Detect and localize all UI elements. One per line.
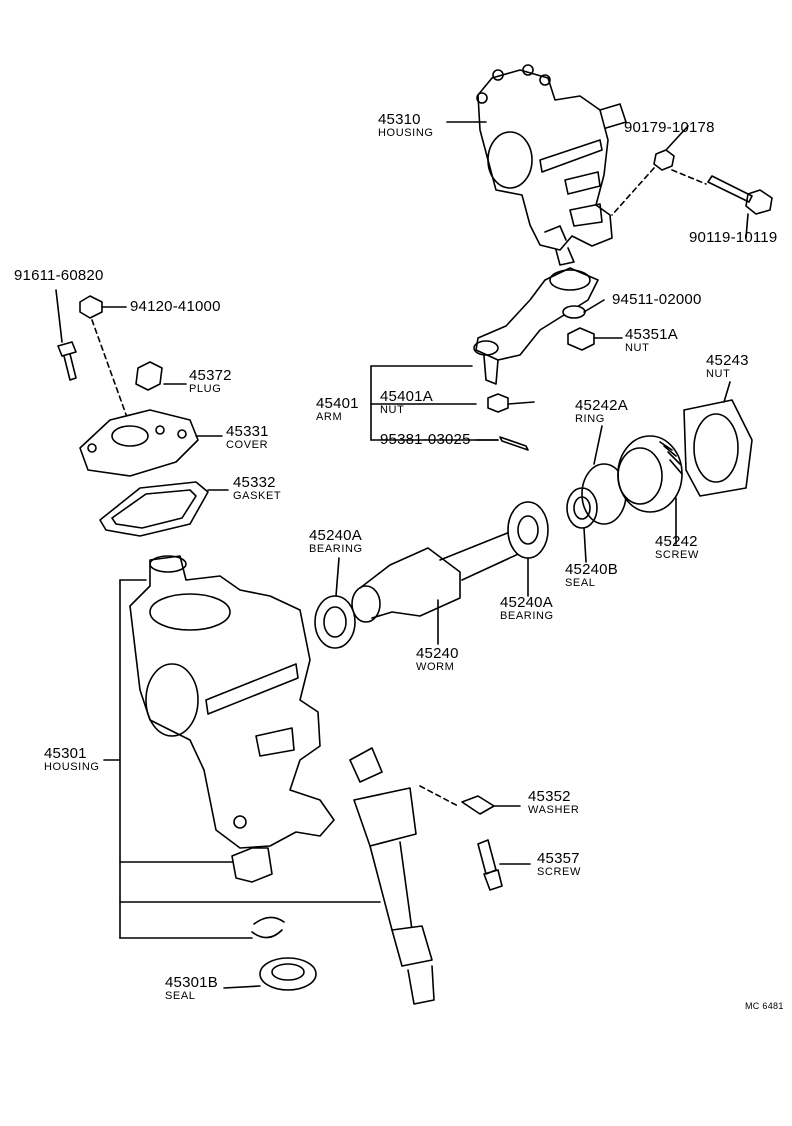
label-45240A-left[interactable]: 45240A BEARING — [309, 528, 363, 555]
part-number: 45332 — [233, 474, 276, 491]
label-45242[interactable]: 45242 SCREW — [655, 534, 699, 561]
part-name: SCREW — [655, 549, 699, 561]
part-number: 45357 — [537, 850, 580, 867]
label-45372[interactable]: 45372 PLUG — [189, 368, 232, 395]
part-name: BEARING — [500, 610, 554, 622]
label-94120-41000[interactable]: 94120-41000 — [130, 299, 221, 314]
part-number: 91611-60820 — [14, 267, 104, 284]
part-number: 45240A — [309, 527, 362, 544]
housing-bushing-drawing — [231, 847, 273, 883]
part-name: SCREW — [537, 866, 581, 878]
diagram-code: MC 6481 — [745, 1001, 784, 1011]
part-number: 45310 — [378, 111, 421, 128]
part-name: NUT — [706, 368, 731, 380]
label-45331[interactable]: 45331 COVER — [226, 424, 269, 451]
part-number: 45301B — [165, 974, 218, 991]
part-number: 94120-41000 — [130, 298, 221, 315]
part-number: 94511-02000 — [612, 291, 702, 308]
screw-45357-drawing — [477, 839, 503, 891]
label-45240[interactable]: 45240 WORM — [416, 646, 459, 673]
label-45301[interactable]: 45301 HOUSING — [44, 746, 100, 773]
label-45401[interactable]: 45401 ARM — [316, 396, 359, 423]
nut-90179-drawing — [653, 149, 675, 171]
nut-45351A-drawing — [567, 327, 595, 351]
part-name: PLUG — [189, 383, 222, 395]
label-94511-02000[interactable]: 94511-02000 — [612, 292, 702, 307]
part-number: 45242 — [655, 533, 698, 550]
part-number: 45351A — [625, 326, 678, 343]
pitman-arm-drawing — [473, 267, 599, 385]
part-number: 45401A — [380, 388, 433, 405]
part-number: 45240A — [500, 594, 553, 611]
label-90119-10119[interactable]: 90119-10119 — [689, 230, 777, 245]
part-name: WASHER — [528, 804, 580, 816]
nut-94120-drawing — [79, 295, 103, 319]
sector-shaft-drawing — [349, 747, 435, 1005]
gear-housing-assembly-drawing — [476, 64, 627, 266]
label-45310[interactable]: 45310 HOUSING — [378, 112, 434, 139]
part-name: HOUSING — [378, 127, 434, 139]
label-45243[interactable]: 45243 NUT — [706, 353, 749, 380]
part-number: 90119-10119 — [689, 229, 778, 246]
part-name: SEAL — [165, 990, 196, 1002]
washer-94511-drawing — [562, 305, 586, 319]
label-91611-60820[interactable]: 91611-60820 — [14, 268, 104, 283]
label-45240B[interactable]: 45240B SEAL — [565, 562, 618, 589]
cotter-pin-drawing — [499, 436, 529, 451]
part-number: 45240B — [565, 561, 618, 578]
snap-ring-drawing — [251, 916, 285, 939]
cover-45331-drawing — [79, 409, 199, 477]
part-number: 45243 — [706, 352, 749, 369]
part-name: NUT — [380, 404, 405, 416]
part-number: 45352 — [528, 788, 571, 805]
bearing-45240A-left-drawing — [314, 595, 356, 649]
label-45301B[interactable]: 45301B SEAL — [165, 975, 218, 1002]
screw-45242-drawing — [617, 435, 683, 513]
part-number: 45240 — [416, 645, 459, 662]
gasket-45332-drawing — [99, 481, 209, 537]
label-45242A[interactable]: 45242A RING — [575, 398, 628, 425]
label-45357[interactable]: 45357 SCREW — [537, 851, 581, 878]
label-95381-03025[interactable]: 95381-03025 — [380, 432, 471, 447]
part-name: ARM — [316, 411, 343, 423]
washer-45352-drawing — [461, 795, 495, 815]
part-number: 90179-10178 — [624, 119, 715, 136]
part-name: GASKET — [233, 490, 282, 502]
part-number: 45301 — [44, 745, 87, 762]
part-number: 45401 — [316, 395, 359, 412]
label-45351A[interactable]: 45351A NUT — [625, 327, 678, 354]
part-number: 45242A — [575, 397, 628, 414]
plug-45372-drawing — [135, 361, 163, 391]
part-name: RING — [575, 413, 605, 425]
part-name: COVER — [226, 439, 269, 451]
part-number: 95381-03025 — [380, 431, 471, 448]
bolt-90119-drawing — [707, 175, 773, 215]
part-name: HOUSING — [44, 761, 100, 773]
label-45352[interactable]: 45352 WASHER — [528, 789, 579, 816]
gear-housing-45301-drawing — [129, 555, 335, 849]
part-number: 45372 — [189, 367, 232, 384]
nut-45243-drawing — [683, 399, 753, 497]
worm-45240-drawing — [351, 501, 549, 623]
label-90179-10178[interactable]: 90179-10178 — [624, 120, 715, 135]
label-45332[interactable]: 45332 GASKET — [233, 475, 281, 502]
part-name: BEARING — [309, 543, 363, 555]
part-number: 45331 — [226, 423, 269, 440]
label-45240A-right[interactable]: 45240A BEARING — [500, 595, 554, 622]
nut-45401A-drawing — [487, 393, 509, 413]
part-name: SEAL — [565, 577, 596, 589]
part-name: WORM — [416, 661, 455, 673]
bolt-91611-drawing — [57, 341, 77, 381]
seal-45240B-drawing — [566, 487, 598, 529]
part-name: NUT — [625, 342, 650, 354]
oil-seal-45301B-drawing — [259, 957, 317, 991]
label-45401A[interactable]: 45401A NUT — [380, 389, 433, 416]
